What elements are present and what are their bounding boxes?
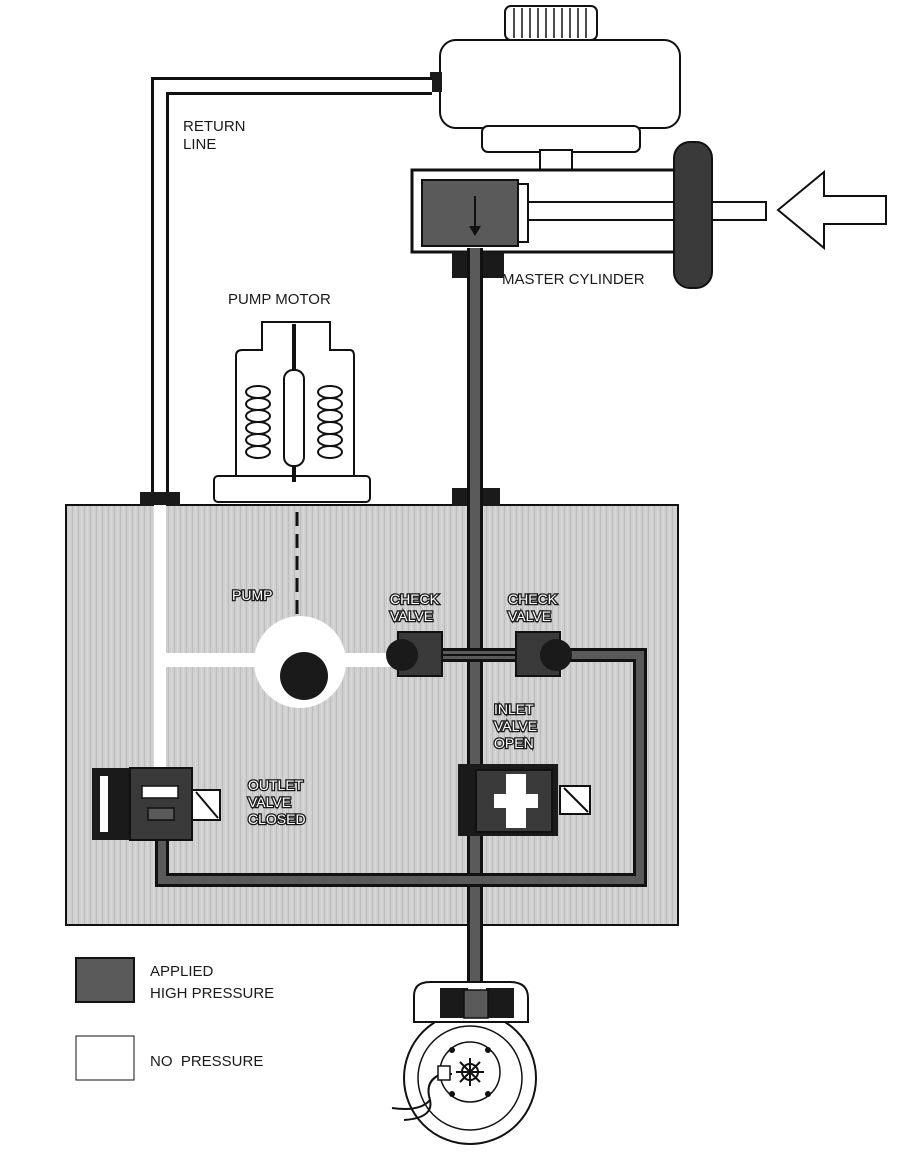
inlet-valve: [458, 764, 591, 836]
legend-swatch-high-pressure: [75, 957, 135, 1003]
label-inlet-valve-2: VALVE: [494, 718, 537, 734]
label-check-valve-right-1: CHECK: [508, 591, 558, 607]
label-outlet-valve-1: OUTLET: [248, 777, 304, 793]
master-cylinder-reservoir: [430, 5, 681, 175]
outlet-valve: [92, 767, 221, 841]
label-outlet-valve-3: CLOSED: [248, 811, 306, 827]
label-inlet-valve-1: INLET: [494, 701, 534, 717]
legend-swatch-no-pressure: [75, 1035, 135, 1081]
label-return-line-1: RETURN: [183, 118, 246, 135]
legend-label-applied-1: APPLIED: [150, 963, 214, 980]
label-pump: PUMP: [232, 587, 272, 603]
label-inlet-valve-3: OPEN: [494, 735, 534, 751]
label-outlet-valve-2: VALVE: [248, 794, 291, 810]
legend-label-applied-2: HIGH PRESSURE: [150, 985, 274, 1002]
label-check-valve-left-2: VALVE: [390, 608, 433, 624]
label-master-cylinder: MASTER CYLINDER: [502, 271, 645, 288]
label-return-line-2: LINE: [183, 136, 216, 153]
check-valve-right: [515, 631, 572, 677]
brake-pedal-force-arrow: [776, 169, 887, 251]
brake-assembly: [391, 981, 537, 1145]
label-check-valve-right-2: VALVE: [508, 608, 551, 624]
legend-label-no-pressure: NO PRESSURE: [150, 1053, 263, 1070]
check-valve-left: [386, 631, 443, 677]
pump-motor: [213, 321, 371, 503]
label-check-valve-left-1: CHECK: [390, 591, 440, 607]
label-pump-motor: PUMP MOTOR: [228, 291, 331, 308]
master-cylinder: [410, 141, 767, 289]
pump: [165, 616, 400, 708]
